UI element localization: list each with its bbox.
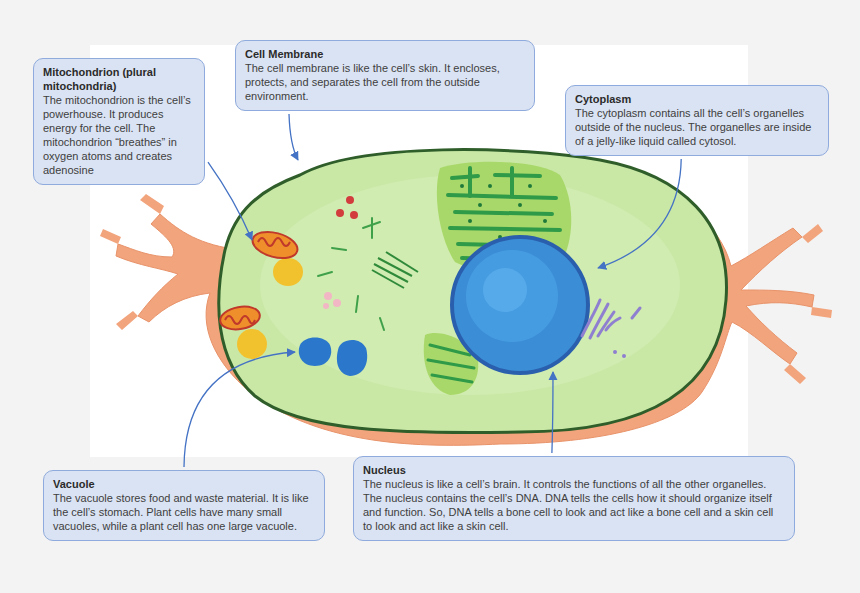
mitochondria-part [218,304,261,333]
small-organelles-part-part [386,252,418,272]
cell-body [219,150,727,433]
mitochondria-part [237,329,267,359]
vacuole-callout: VacuoleThe vacuole stores food and waste… [43,470,325,541]
vacuoles-part [337,340,367,376]
cytoplasm-callout: CytoplasmThe cytoplasm contains all the … [565,85,829,156]
small-organelles-part-part [332,248,346,250]
callout-text: The nucleus is like a cell’s brain. It c… [363,477,785,533]
callout-heading: Mitochondrion (plural mitochondria) [43,65,195,93]
callout-text: The mitochondrion is the cell’s powerhou… [43,93,195,177]
small-organelles-part-part [378,258,412,276]
golgi-apparatus [582,300,640,358]
nucleus-organelle-part [466,250,558,342]
leader-line [552,372,553,453]
nucleus-organelle-part [483,268,527,312]
endoplasmic-reticulum-part-part [518,203,522,207]
small-organelles-part-part [380,318,384,330]
small-organelles-part-part [356,296,358,312]
endoplasmic-reticulum-part-part [468,219,472,223]
nucleus-callout: NucleusThe nucleus is like a cell’s brai… [353,456,795,541]
endoplasmic-reticulum-part-part [455,212,552,214]
leader-line [208,162,252,240]
small-organelles [318,196,418,330]
leader-line [598,159,681,268]
cell-body-part [219,150,727,433]
endoplasmic-reticulum-part-part [495,175,540,176]
endoplasmic-reticulum-part-part [460,184,464,188]
callout-heading: Vacuole [53,477,315,491]
mitochondria-part [250,227,301,262]
golgi-apparatus-part [606,318,620,330]
endoplasmic-reticulum-part-part [488,184,492,188]
nucleus-organelle-part [452,237,588,373]
endoplasmic-reticulum-part-part [478,203,482,207]
vacuoles-part [299,338,331,367]
endoplasmic-reticulum-part-part [448,195,556,198]
small-organelles-part [323,303,329,309]
callout-heading: Cytoplasm [575,92,819,106]
small-organelles-part [350,211,358,219]
small-organelles-part-part [372,270,404,288]
mitochondria-part [225,316,255,324]
small-organelles-part [372,252,418,288]
callout-heading: Cell Membrane [245,47,525,61]
golgi-apparatus-part [613,350,617,354]
small-organelles-part-part [318,272,332,276]
endoplasmic-reticulum-part-part [543,219,547,223]
endoplasmic-reticulum-part-part [450,228,560,230]
callout-text: The vacuole stores food and waste materi… [53,491,315,533]
leader-line [289,114,298,160]
small-organelles-part [333,299,341,307]
leader-line [184,352,295,467]
golgi-apparatus-part [582,300,600,336]
mitochondrion-callout: Mitochondrion (plural mitochondria)The m… [33,58,205,185]
endoplasmic-reticulum-part-part [510,168,514,196]
small-organelles-part [346,196,354,204]
mitochondria-part [258,238,290,246]
endoplasmic-reticulum-part-part [528,184,532,188]
endoplasmic-reticulum-part-part [452,176,478,178]
rough-er-lower-part-part [432,375,472,382]
small-organelles-part-part [371,218,373,238]
golgi-apparatus-part [622,354,626,358]
callout-text: The cell membrane is like the cell’s ski… [245,61,525,103]
nucleus-organelle [452,237,588,373]
golgi-apparatus-part [632,308,640,318]
mitochondria [218,227,303,359]
small-organelles-part [318,218,384,330]
callout-heading: Nucleus [363,463,785,477]
mitochondria-part [273,258,303,286]
callout-text: The cytoplasm contains all the cell’s or… [575,106,819,148]
membrane-callout: Cell MembraneThe cell membrane is like t… [235,40,535,111]
small-organelles-part [324,292,332,300]
endoplasmic-reticulum-part-part [468,168,472,196]
vacuoles [299,338,367,377]
small-organelles-part [336,209,344,217]
rough-er-lower-part-part [428,360,474,368]
